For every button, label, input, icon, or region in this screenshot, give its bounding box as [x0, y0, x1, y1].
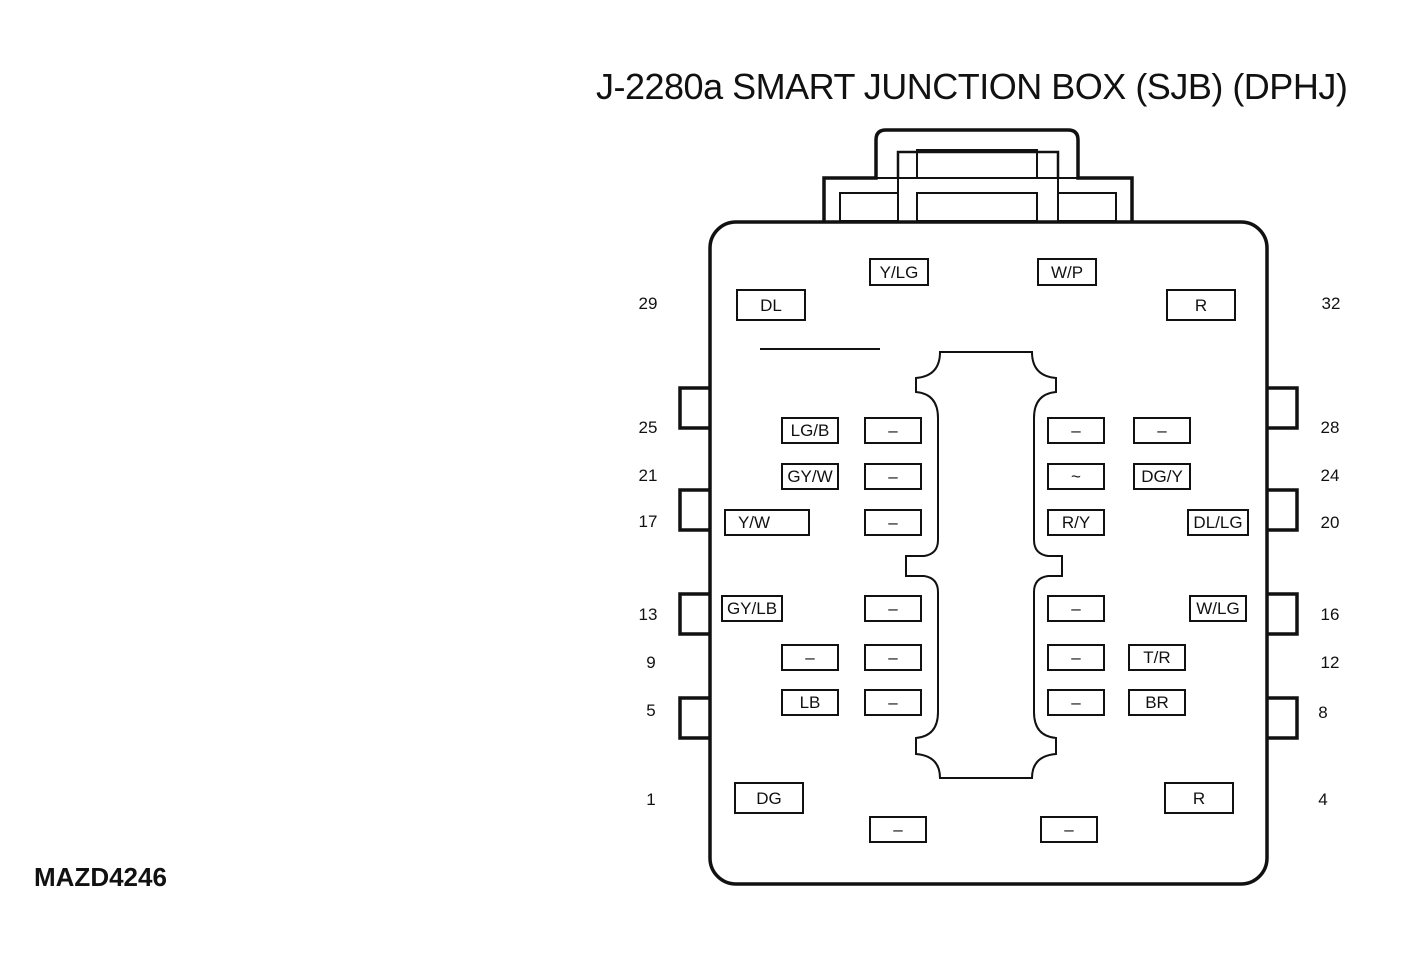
terminal-cell: LG/B [781, 417, 839, 444]
terminal-cells: Y/LG W/P DL R LG/B – – – GY/W – ~ DG/Y Y… [721, 258, 1249, 843]
terminal-label: – [893, 820, 903, 839]
pin-number: 29 [639, 294, 658, 313]
terminal-label: GY/W [787, 467, 832, 486]
terminal-cell: – [864, 689, 922, 716]
pin-number: 17 [639, 512, 658, 531]
pin-number: 16 [1321, 605, 1340, 624]
connector-top-latch [822, 128, 1134, 222]
terminal-label: – [888, 513, 898, 532]
pin-number: 8 [1318, 703, 1327, 722]
terminal-label: – [888, 421, 898, 440]
terminal-label: GY/LB [727, 599, 777, 618]
terminal-label: R/Y [1062, 513, 1090, 532]
terminal-label: – [888, 648, 898, 667]
terminal-cell: R/Y [1047, 509, 1105, 536]
terminal-label: T/R [1143, 648, 1170, 667]
terminal-label: – [1071, 421, 1081, 440]
terminal-cell: ~ [1047, 463, 1105, 490]
pin-number: 1 [646, 790, 655, 809]
terminal-cell: – [1047, 689, 1105, 716]
terminal-cell: T/R [1128, 644, 1186, 671]
connector-body [708, 220, 1269, 886]
pin-number: 21 [639, 466, 658, 485]
terminal-label: – [888, 693, 898, 712]
pin-number: 32 [1322, 294, 1341, 313]
terminal-cell: R [1164, 782, 1234, 814]
terminal-cell: LB [781, 689, 839, 716]
terminal-label: Y/LG [880, 263, 919, 282]
terminal-label: DG [756, 789, 782, 808]
terminal-cell: – [1047, 644, 1105, 671]
terminal-label: – [1157, 421, 1167, 440]
terminal-cell: – [864, 417, 922, 444]
terminal-label: – [1064, 820, 1074, 839]
pin-number: 25 [639, 418, 658, 437]
figure-code: MAZD4246 [34, 862, 167, 892]
terminal-cell: – [1040, 816, 1098, 843]
terminal-label: DL [760, 296, 782, 315]
terminal-label: – [805, 648, 815, 667]
pin-number: 13 [639, 605, 658, 624]
terminal-cell: DG/Y [1133, 463, 1191, 490]
terminal-cell: – [864, 595, 922, 622]
terminal-cell: – [781, 644, 839, 671]
terminal-label: DL/LG [1193, 513, 1242, 532]
terminal-label: – [888, 467, 898, 486]
terminal-cell: – [1133, 417, 1191, 444]
pin-numbers: 29 32 25 28 21 24 17 20 13 16 9 12 5 8 1… [639, 294, 1341, 809]
terminal-cell: BR [1128, 689, 1186, 716]
terminal-cell: Y/LG [869, 258, 929, 286]
terminal-label: LG/B [791, 421, 830, 440]
terminal-label: ~ [1071, 467, 1081, 486]
terminal-cell: W/LG [1189, 595, 1247, 622]
terminal-label: Y/W [738, 513, 770, 532]
connector-side-notches [678, 386, 1299, 740]
terminal-cell: Y/W [724, 509, 810, 536]
pin-number: 12 [1321, 653, 1340, 672]
terminal-label: – [888, 599, 898, 618]
pin-number: 9 [646, 653, 655, 672]
terminal-cell: – [864, 644, 922, 671]
terminal-label: – [1071, 693, 1081, 712]
terminal-cell: – [864, 463, 922, 490]
pin-number: 24 [1321, 466, 1340, 485]
terminal-label: BR [1145, 693, 1169, 712]
terminal-cell: GY/W [781, 463, 839, 490]
terminal-label: R [1193, 789, 1205, 808]
terminal-cell: – [1047, 417, 1105, 444]
terminal-cell: DG [734, 782, 804, 814]
terminal-label: W/LG [1196, 599, 1239, 618]
terminal-cell: GY/LB [721, 595, 783, 622]
pin-number: 20 [1321, 513, 1340, 532]
terminal-label: W/P [1051, 263, 1083, 282]
terminal-cell: W/P [1037, 258, 1097, 286]
terminal-cell: – [869, 816, 927, 843]
center-cavity [905, 351, 1063, 779]
terminal-cell: – [864, 509, 922, 536]
terminal-cell: – [1047, 595, 1105, 622]
terminal-label: R [1195, 296, 1207, 315]
terminal-label: DG/Y [1141, 467, 1183, 486]
pin-number: 4 [1318, 790, 1327, 809]
terminal-label: – [1071, 599, 1081, 618]
pin-number: 5 [646, 701, 655, 720]
terminal-label: LB [800, 693, 821, 712]
terminal-cell: DL/LG [1187, 509, 1249, 536]
terminal-cell: DL [736, 289, 806, 321]
terminal-label: – [1071, 648, 1081, 667]
pin-number: 28 [1321, 418, 1340, 437]
diagram-title: J-2280a SMART JUNCTION BOX (SJB) (DPHJ) [596, 66, 1348, 107]
terminal-cell: R [1166, 289, 1236, 321]
